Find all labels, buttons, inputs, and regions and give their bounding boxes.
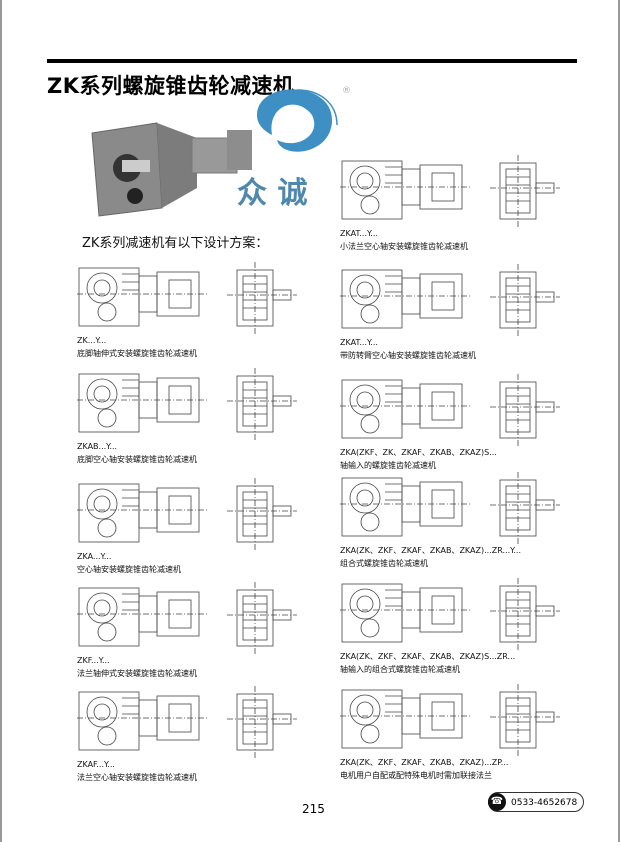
telephone-icon: ☎ xyxy=(488,793,506,811)
design-options-heading: ZK系列减速机有以下设计方案： xyxy=(82,236,269,251)
technical-drawing xyxy=(340,684,560,756)
technical-drawing xyxy=(77,262,297,334)
design-option: ZKA(ZKF、ZK、ZKAF、ZKAB、ZKAZ)S... 轴输入的螺旋锥齿轮减… xyxy=(340,374,605,472)
model-description: 轴输入的螺旋锥齿轮减速机 xyxy=(340,461,436,470)
design-option: ZKA...Y... 空心轴安装螺旋锥齿轮减速机 xyxy=(77,478,342,576)
design-option: ZKAB...Y... 底脚空心轴安装螺旋锥齿轮减速机 xyxy=(77,368,342,466)
model-description: 空心轴安装螺旋锥齿轮减速机 xyxy=(77,565,181,574)
brand-logo: ® 众 诚 xyxy=(237,85,352,215)
model-code: ZKA...Y... xyxy=(77,552,112,561)
model-description: 带防转臂空心轴安装螺旋锥齿轮减速机 xyxy=(340,351,476,360)
design-option: ZKF...Y... 法兰轴伸式安装螺旋锥齿轮减速机 xyxy=(77,582,342,680)
design-option: ZKA(ZK、ZKF、ZKAF、ZKAB、ZKAZ)S...ZR... 轴输入的组… xyxy=(340,578,605,676)
technical-drawing xyxy=(340,155,560,227)
design-option: ZKA(ZK、ZKF、ZKAF、ZKAB、ZKAZ)...ZP... 电机用户自配… xyxy=(340,684,605,782)
model-description: 底脚轴伸式安装螺旋锥齿轮减速机 xyxy=(77,349,197,358)
design-option: ZKA(ZK、ZKF、ZKAF、ZKAB、ZKAZ)...ZR...Y... 组合… xyxy=(340,472,605,570)
model-description: 轴输入的组合式螺旋锥齿轮减速机 xyxy=(340,665,460,674)
top-rule xyxy=(47,59,577,63)
model-code: ZKA(ZK、ZKF、ZKAF、ZKAB、ZKAZ)...ZR...Y... xyxy=(340,546,522,555)
model-code: ZKA(ZK、ZKF、ZKAF、ZKAB、ZKAZ)...ZP... xyxy=(340,758,509,767)
gear-reducer-photo xyxy=(91,122,252,217)
technical-drawing xyxy=(77,478,297,550)
design-option: ZK...Y... 底脚轴伸式安装螺旋锥齿轮减速机 xyxy=(77,262,342,360)
technical-drawing xyxy=(77,582,297,654)
phone-badge: ☎ 0533-4652678 xyxy=(488,792,584,812)
design-option: ZKAT...Y... 带防转臂空心轴安装螺旋锥齿轮减速机 xyxy=(340,264,605,362)
technical-drawing xyxy=(340,578,560,650)
model-code: ZKF...Y... xyxy=(77,656,110,665)
page-number: 215 xyxy=(302,802,325,816)
page-title: ZK系列螺旋锥齿轮减速机 xyxy=(47,74,295,98)
model-code: ZKAT...Y... xyxy=(340,338,378,347)
model-code: ZKA(ZK、ZKF、ZKAF、ZKAB、ZKAZ)S...ZR... xyxy=(340,652,516,661)
registered-mark: ® xyxy=(342,86,351,96)
model-description: 电机用户自配或配特殊电机时需加联接法兰 xyxy=(340,771,492,780)
model-code: ZKAB...Y... xyxy=(77,442,118,451)
model-code: ZK...Y... xyxy=(77,336,107,345)
technical-drawing xyxy=(340,264,560,336)
technical-drawing xyxy=(340,472,560,544)
technical-drawing xyxy=(340,374,560,446)
technical-drawing xyxy=(77,686,297,758)
model-code: ZKAT...Y... xyxy=(340,229,378,238)
design-option: ZKAF...Y... 法兰空心轴安装螺旋锥齿轮减速机 xyxy=(77,686,342,784)
model-description: 组合式螺旋锥齿轮减速机 xyxy=(340,559,428,568)
phone-number: 0533-4652678 xyxy=(511,798,578,808)
logo-swirl-icon: ® xyxy=(257,86,351,152)
model-description: 底脚空心轴安装螺旋锥齿轮减速机 xyxy=(77,455,197,464)
model-code: ZKAF...Y... xyxy=(77,760,115,769)
technical-drawing xyxy=(77,368,297,440)
logo-text: 众 诚 xyxy=(237,176,308,211)
model-description: 法兰空心轴安装螺旋锥齿轮减速机 xyxy=(77,773,197,782)
model-description: 小法兰空心轴安装螺旋锥齿轮减速机 xyxy=(340,242,468,251)
model-description: 法兰轴伸式安装螺旋锥齿轮减速机 xyxy=(77,669,197,678)
design-option: ZKAT...Y... 小法兰空心轴安装螺旋锥齿轮减速机 xyxy=(340,155,605,253)
model-code: ZKA(ZKF、ZK、ZKAF、ZKAB、ZKAZ)S... xyxy=(340,448,497,457)
